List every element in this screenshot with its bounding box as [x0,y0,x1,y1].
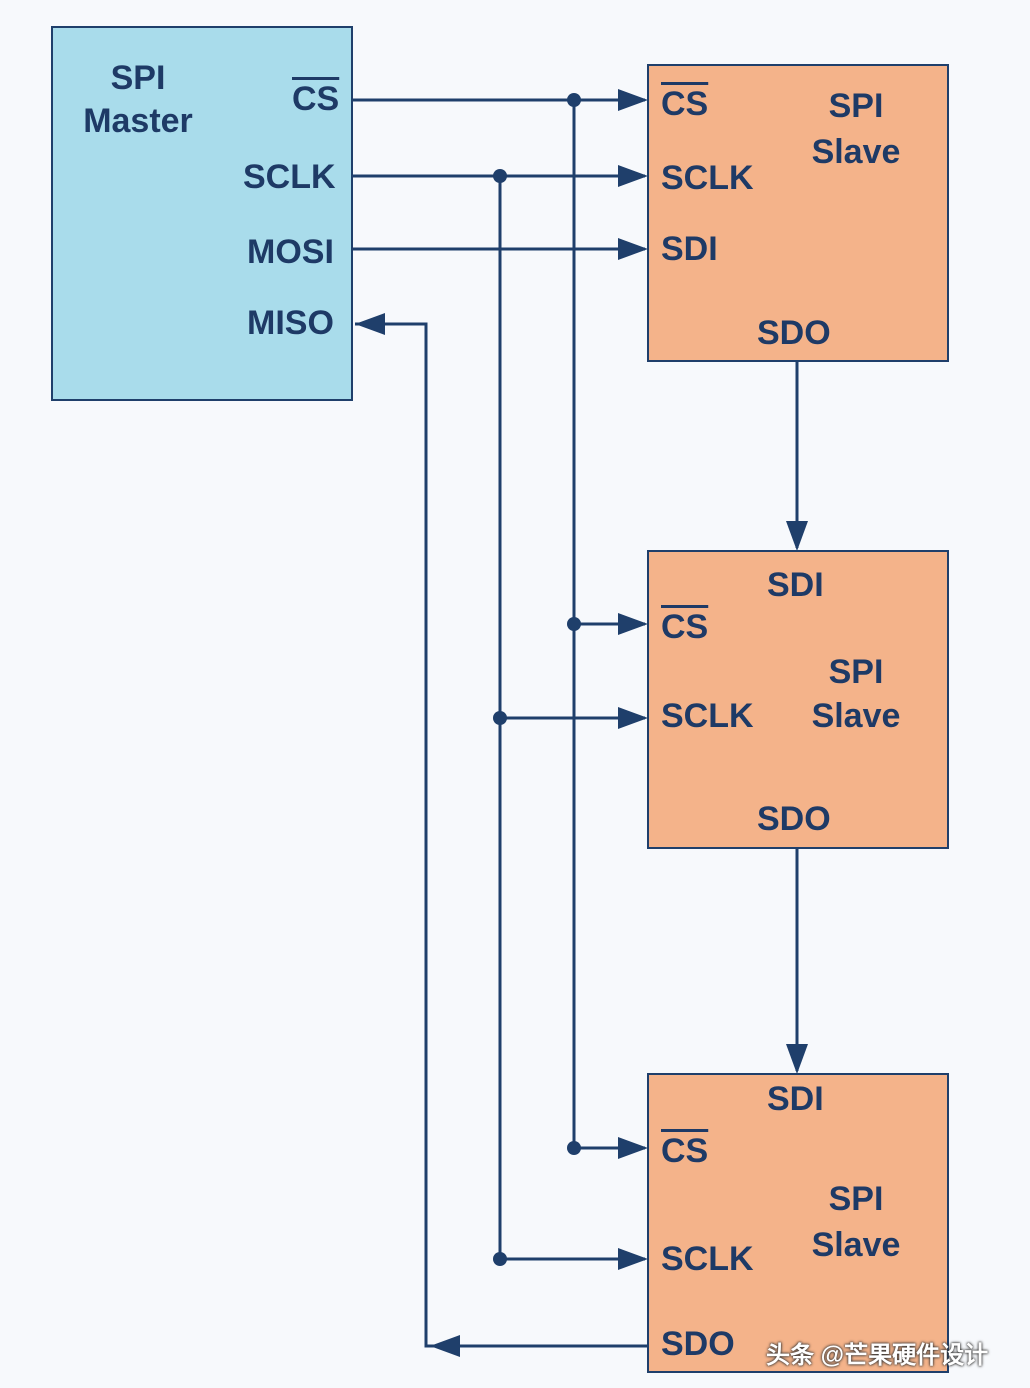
master-title-line2: Master [83,102,193,140]
miso-return-arrowhead-bottom [430,1335,460,1357]
slave3-pin-sclk: SCLK [661,1240,754,1278]
sclk-junction-dot [493,711,507,725]
slave2-pin-sclk: SCLK [661,697,754,735]
watermark-text: 头条 @芒果硬件设计 [766,1341,989,1369]
slave2-title-line2: Slave [811,697,901,735]
cs-junction-dot [567,93,581,107]
slave1-pin-sdo: SDO [757,314,831,352]
slave3-pin-sdo: SDO [661,1325,735,1363]
slave1-pin-sdi: SDI [661,230,718,268]
cs-junction-dot [567,1141,581,1155]
master-pin-sclk: SCLK [243,158,336,196]
sclk-junction-dot [493,169,507,183]
watermark: 头条 @芒果硬件设计 [766,1332,988,1372]
spi-slave-2-block [647,550,949,849]
spi-slave-1-block [647,64,949,362]
slave2-pin-cs: CS [661,608,709,646]
cs-junction-dot [567,617,581,631]
slave2-pin-sdi: SDI [767,566,824,604]
slave3-pin-sdi: SDI [767,1080,824,1118]
miso-input-arrowhead [355,313,385,335]
master-pin-miso: MISO [247,304,334,342]
spi-master-block [51,26,353,401]
spi-slave-3-block [647,1073,949,1373]
slave1-pin-sclk: SCLK [661,159,754,197]
slave3-pin-cs: CS [661,1132,709,1170]
master-pin-cs: CS [292,80,340,118]
slave3-title-line2: Slave [811,1226,901,1264]
slave2-pin-sdo: SDO [757,800,831,838]
slave2-title-line1: SPI [828,653,884,691]
sclk-junction-dot [493,1252,507,1266]
slave3-title-line1: SPI [828,1180,884,1218]
slave1-title-line2: Slave [811,133,901,171]
slave1-title-line1: SPI [828,87,884,125]
slave1-pin-cs: CS [661,85,709,123]
master-title-line1: SPI [110,59,166,97]
master-pin-mosi: MOSI [247,233,334,271]
miso-return-wire [355,322,647,1348]
